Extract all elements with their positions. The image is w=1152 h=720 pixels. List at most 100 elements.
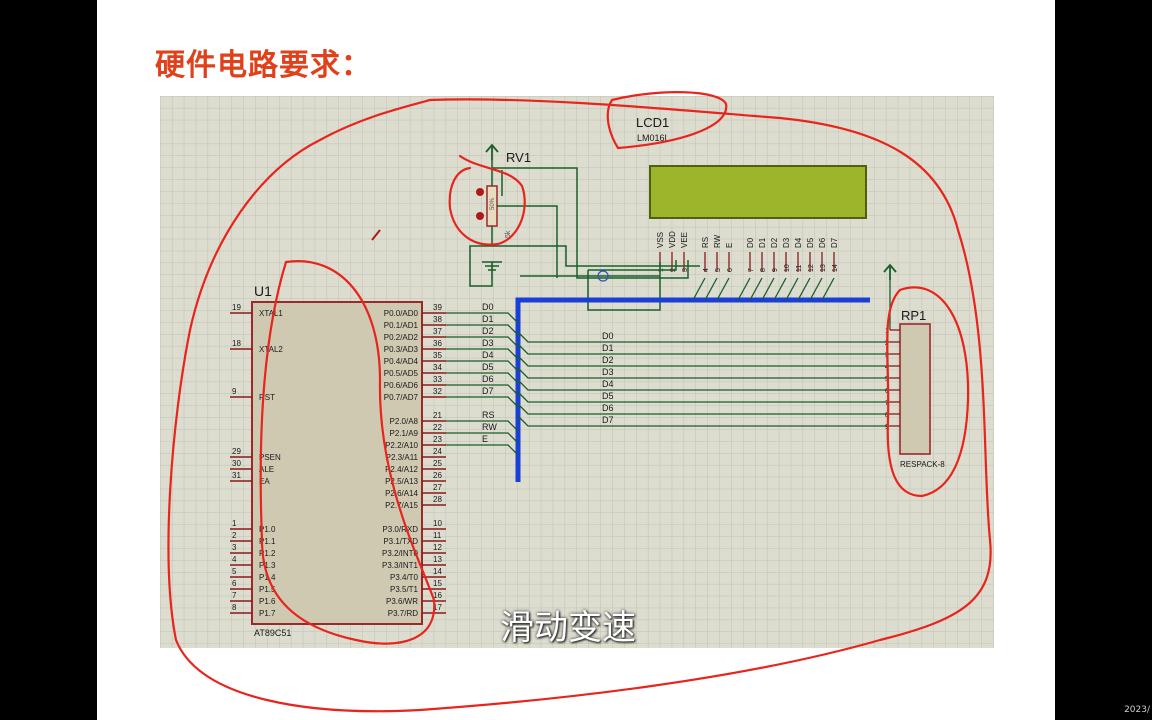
pin-name: P2.1/A9 xyxy=(390,429,419,438)
rp1-net-wire xyxy=(517,403,890,415)
net-wire xyxy=(446,336,519,348)
rp1-pin-number: 7 xyxy=(885,400,889,407)
rp1-net-label: D6 xyxy=(602,403,614,413)
lcd-pin[interactable]: D07 xyxy=(746,237,755,272)
rp1-pin[interactable]: 8 xyxy=(885,412,900,419)
lcd-pin-number: 3 xyxy=(682,268,689,272)
pin-name: P1.5 xyxy=(259,585,276,594)
pin-name: P2.7/A15 xyxy=(385,501,418,510)
lcd-pin-name: VDD xyxy=(668,231,677,248)
lcd-screen[interactable] xyxy=(649,165,867,219)
rp1-pin[interactable]: 6 xyxy=(885,388,900,395)
rp1-net-wire xyxy=(517,391,890,403)
lcd-bus-wire xyxy=(809,277,823,301)
pin-number: 7 xyxy=(232,591,237,600)
net-label: D2 xyxy=(482,326,494,336)
rp1-net-label: D2 xyxy=(602,355,614,365)
pin-number: 32 xyxy=(433,387,442,396)
u1-left-pin[interactable]: 8P1.7 xyxy=(230,603,276,618)
lcd-bus-wire xyxy=(749,277,763,301)
pin-name: RST xyxy=(259,393,275,402)
annotation-rv1-loop xyxy=(448,154,526,246)
rp1-net-label: D7 xyxy=(602,415,614,425)
lcd-pin-number: 11 xyxy=(796,265,803,272)
lcd-pin[interactable]: VEE 3 xyxy=(680,232,689,272)
lcd-pin-name: VEE xyxy=(680,232,689,248)
pin-name: EA xyxy=(259,477,270,486)
lcd-pin[interactable]: D29 xyxy=(770,237,779,272)
u1-left-pin[interactable]: 3P1.2 xyxy=(230,543,276,558)
rp1-net-wire xyxy=(517,415,890,427)
pin-number: 5 xyxy=(232,567,237,576)
net-label: RW xyxy=(482,422,497,432)
rp1-body[interactable] xyxy=(899,323,931,455)
lcd-pin-name: E xyxy=(725,243,734,248)
pin-name: P0.7/AD7 xyxy=(384,393,419,402)
lcd-pin-number: 9 xyxy=(772,268,779,272)
lcd-pin[interactable]: RW5 xyxy=(713,234,722,272)
rp1-net-label: D4 xyxy=(602,379,614,389)
u1-left-pin[interactable]: 1P1.0 xyxy=(230,519,276,534)
pin-number: 12 xyxy=(433,543,442,552)
u1-chip-body[interactable] xyxy=(251,301,423,625)
rp1-pin[interactable]: 7 xyxy=(885,400,900,407)
lcd-pin[interactable]: D18 xyxy=(758,237,767,272)
net-label: E xyxy=(482,434,488,444)
u1-left-pin[interactable]: 7P1.6 xyxy=(230,591,276,606)
lcd-pin-name: D1 xyxy=(758,237,767,248)
pin-name: P1.3 xyxy=(259,561,276,570)
pin-number: 17 xyxy=(433,603,442,612)
rv1-knob-up-icon[interactable] xyxy=(476,188,484,196)
u1-left-pin[interactable]: 4P1.3 xyxy=(230,555,276,570)
pin-name: P0.5/AD5 xyxy=(384,369,419,378)
pin-number: 30 xyxy=(232,459,241,468)
net-wire xyxy=(446,420,519,432)
rv1-knob-down-icon[interactable] xyxy=(476,212,484,220)
pin-number: 14 xyxy=(433,567,442,576)
annotation-rp1-loop xyxy=(886,286,970,498)
pin-name: P3.7/RD xyxy=(388,609,418,618)
lcd-pin[interactable]: RS4 xyxy=(701,237,710,272)
u1-left-pin[interactable]: 2P1.1 xyxy=(230,531,276,546)
net-wire xyxy=(446,432,519,444)
pin-name: PSEN xyxy=(259,453,281,462)
u1-left-pin[interactable]: 6P1.5 xyxy=(230,579,276,594)
rp1-net-label: D0 xyxy=(602,331,614,341)
pin-name: P1.1 xyxy=(259,537,276,546)
net-wire xyxy=(446,444,519,456)
lcd-pin[interactable]: E6 xyxy=(725,243,734,272)
